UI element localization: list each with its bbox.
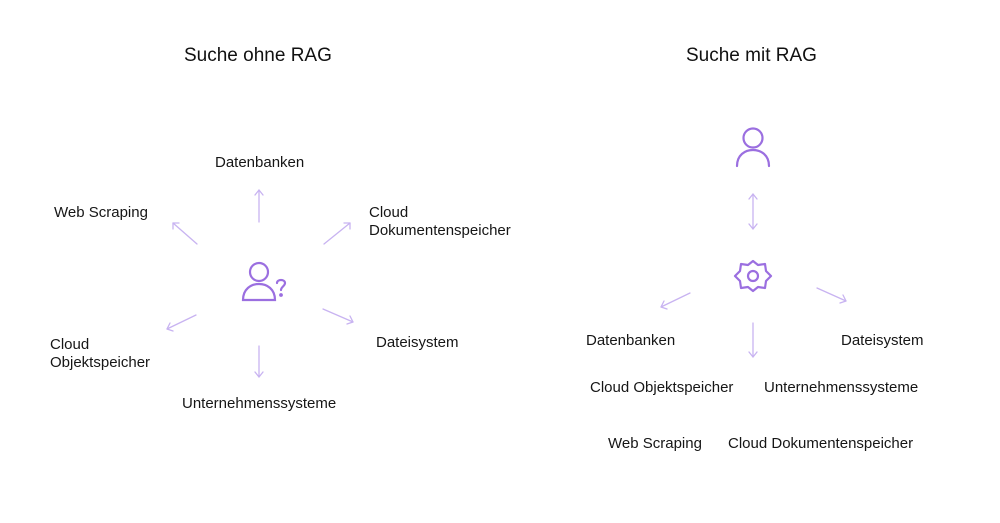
title-without-rag: Suche ohne RAG [184,45,332,66]
label-web-scraping: Web Scraping [54,204,148,221]
label-web-scraping-rag: Web Scraping [608,435,702,452]
arrow-down-right-diagram [748,322,758,358]
label-cloud-objektspeicher-line1: Cloud [50,336,90,353]
arrow-upper-left [172,222,198,245]
label-unternehmenssysteme: Unternehmenssysteme [182,395,337,412]
title-with-rag: Suche mit RAG [686,45,817,66]
user-question-icon [241,261,287,302]
arrow-to-datenbanken [660,292,691,310]
arrow-to-dateisystem [816,287,847,304]
arrow-up [254,189,264,223]
label-datenbanken: Datenbanken [215,154,305,171]
label-cloud-objektspeicher-line2: Objektspeicher [50,354,151,371]
label-cloud-dokumentenspeicher-rag: Cloud Dokumentenspeicher [728,435,914,452]
user-icon [735,127,771,168]
arrow-lower-left [166,314,197,332]
label-cloud-dokumentenspeicher-line1: Cloud [369,204,409,221]
gear-icon [733,259,773,293]
arrow-down [254,345,264,378]
label-datenbanken-rag: Datenbanken [586,332,676,349]
label-dateisystem-rag: Dateisystem [841,332,924,349]
arrow-upper-right [323,222,351,245]
label-cloud-objektspeicher-rag: Cloud Objektspeicher [590,379,734,396]
label-unternehmenssysteme-rag: Unternehmenssysteme [764,379,919,396]
arrow-bidirectional [748,193,758,230]
label-dateisystem: Dateisystem [376,334,459,351]
arrow-lower-right [322,308,354,325]
label-cloud-dokumentenspeicher-line2: Dokumentenspeicher [369,222,511,239]
